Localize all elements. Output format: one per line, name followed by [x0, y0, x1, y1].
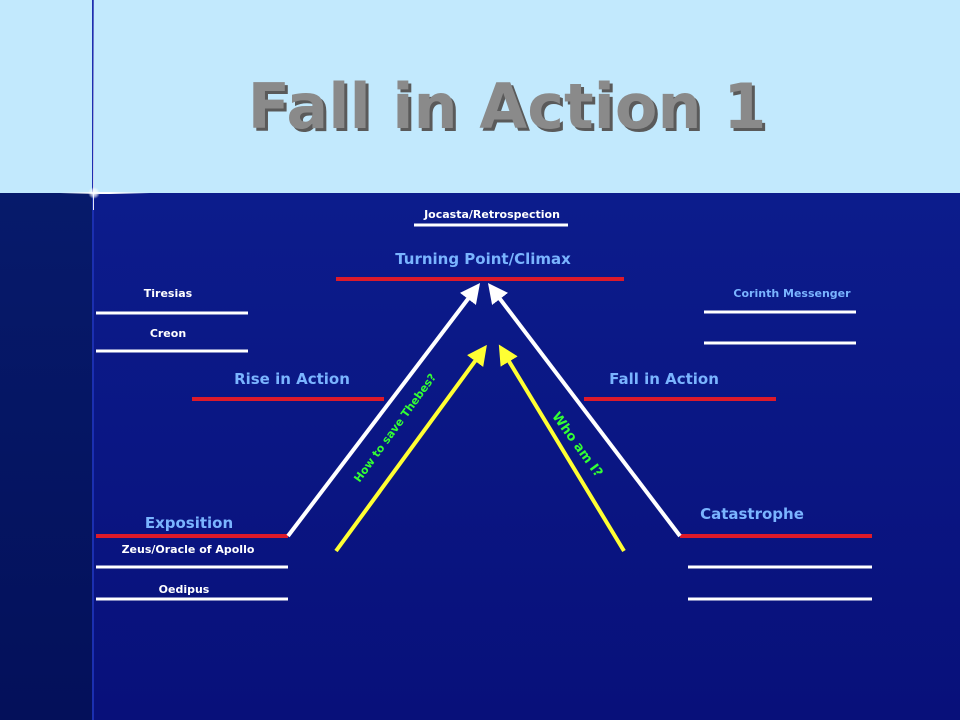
vertical-rule-glow	[93, 0, 94, 210]
vertical-rule	[92, 0, 94, 720]
jocasta-label: Jocasta/Retrospection	[423, 208, 560, 221]
page-title: Fall in Action 1	[247, 70, 767, 143]
fall-arrow	[487, 283, 682, 538]
rise-arrow	[286, 283, 481, 538]
oedipus-label: Oedipus	[159, 583, 210, 596]
lens-flare-horizontal	[60, 192, 150, 194]
fall-label: Fall in Action	[609, 370, 719, 388]
corinth-label: Corinth Messenger	[733, 287, 851, 300]
tiresias-label: Tiresias	[144, 287, 193, 300]
question-left-arrow	[334, 344, 487, 553]
climax-label: Turning Point/Climax	[395, 250, 571, 268]
title-banner	[0, 0, 960, 193]
left-margin-strip	[0, 193, 93, 720]
question-right-arrow	[498, 344, 626, 553]
lens-flare-icon	[88, 187, 100, 199]
creon-label: Creon	[150, 327, 186, 340]
exposition-label: Exposition	[145, 514, 233, 532]
catastrophe-label: Catastrophe	[700, 505, 804, 523]
zeus-label: Zeus/Oracle of Apollo	[122, 543, 255, 556]
rise-label: Rise in Action	[234, 370, 350, 388]
